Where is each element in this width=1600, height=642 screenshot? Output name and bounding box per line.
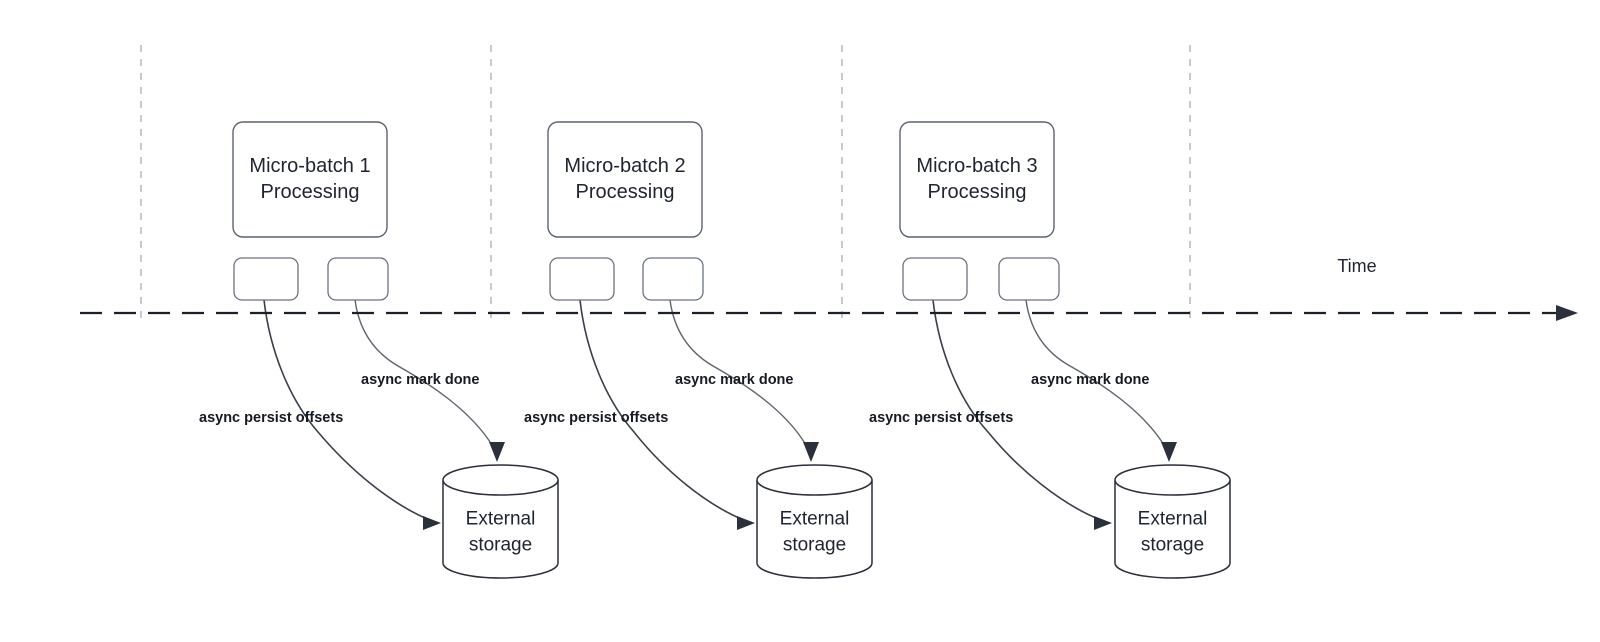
task-box-persist-1[interactable]	[233, 257, 299, 301]
micro-batch-label-line2-1: Processing	[261, 181, 360, 203]
edge-mark-done-3-arrowhead-icon	[1161, 442, 1177, 462]
external-storage-top-1	[442, 464, 559, 496]
edge-mark-done-3-label: async mark done	[1031, 372, 1149, 388]
external-storage-top-2	[756, 464, 873, 496]
external-storage-body-3[interactable]	[1114, 480, 1231, 579]
timeline-axis-label: Time	[1337, 256, 1376, 276]
edge-mark-done-2-label: async mark done	[675, 372, 793, 388]
external-storage-body-2[interactable]	[756, 480, 873, 579]
micro-batch-label-line2-3: Processing	[928, 181, 1027, 203]
micro-batch-label-line1-1: Micro-batch 1	[249, 155, 370, 177]
edge-mark-done-1-path	[354, 299, 493, 446]
micro-batch-label-line2-2: Processing	[576, 181, 675, 203]
edge-persist-offsets-1-path	[263, 299, 433, 522]
edge-mark-done-2-arrowhead-icon	[803, 442, 819, 462]
micro-batch-box-1[interactable]	[232, 121, 388, 238]
edge-mark-done-2-path	[669, 299, 807, 446]
external-storage-label-line1-2: External	[780, 509, 850, 530]
external-storage-top-3	[1114, 464, 1231, 496]
micro-batch-label-line1-3: Micro-batch 3	[916, 155, 1037, 177]
task-box-markdone-3[interactable]	[998, 257, 1060, 301]
edge-persist-offsets-1-label: async persist offsets	[199, 410, 343, 426]
edge-persist-offsets-2-label: async persist offsets	[524, 410, 668, 426]
external-storage-label-line1-1: External	[466, 509, 536, 530]
micro-batch-box-2[interactable]	[547, 121, 703, 238]
external-storage-label-line2-2: storage	[783, 535, 846, 556]
task-box-markdone-2[interactable]	[642, 257, 704, 301]
external-storage-label-line2-3: storage	[1141, 535, 1204, 556]
task-box-persist-3[interactable]	[902, 257, 968, 301]
micro-batch-label-line1-2: Micro-batch 2	[564, 155, 685, 177]
edge-persist-offsets-2-arrowhead-icon	[737, 516, 755, 530]
edge-mark-done-3-path	[1025, 299, 1165, 446]
edge-persist-offsets-3-arrowhead-icon	[1094, 516, 1112, 530]
labels-layer: Time async persist offsets async mark done…	[199, 256, 1377, 426]
external-storage-body-1[interactable]	[442, 480, 559, 579]
external-storage-label-line1-3: External	[1138, 509, 1208, 530]
edge-mark-done-1-arrowhead-icon	[489, 442, 505, 462]
micro-batch-box-3[interactable]	[899, 121, 1055, 238]
timeline-layer	[80, 305, 1578, 321]
edge-persist-offsets-1-arrowhead-icon	[423, 516, 441, 530]
task-box-markdone-1[interactable]	[327, 257, 389, 301]
edge-mark-done-1-label: async mark done	[361, 372, 479, 388]
external-storage-label-line2-1: storage	[469, 535, 532, 556]
edge-persist-offsets-3-path	[932, 299, 1104, 522]
lane-markers-layer	[140, 45, 1191, 318]
edge-persist-offsets-2-path	[579, 299, 747, 522]
edges-layer	[263, 299, 1177, 530]
edge-persist-offsets-3-label: async persist offsets	[869, 410, 1013, 426]
task-box-persist-2[interactable]	[549, 257, 615, 301]
timeline-arrow-icon	[1556, 305, 1578, 321]
